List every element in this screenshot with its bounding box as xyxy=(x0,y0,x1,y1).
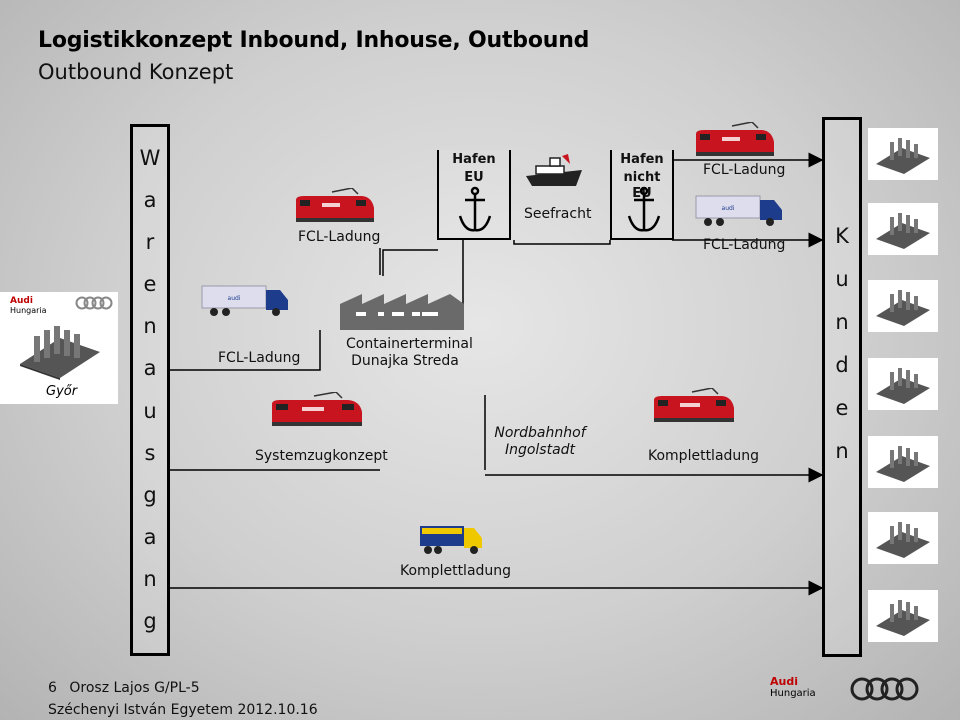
letter: e xyxy=(143,272,157,297)
footer-institution: Széchenyi István Egyetem 2012.10.16 xyxy=(48,702,318,718)
warenausgang-column: W a r e n a u s g a n g xyxy=(130,124,170,656)
label-komplett-rail: Komplettladung xyxy=(648,448,760,464)
warehouse-icon xyxy=(340,294,464,330)
customer-plant-tile xyxy=(868,512,938,564)
customer-plant-tile xyxy=(868,280,938,332)
audi-brand-sub: Hungaria xyxy=(10,306,47,315)
factory-icon xyxy=(876,446,930,482)
footer-logo: Audi Hungaria xyxy=(770,676,816,700)
label-seefracht: Seefracht xyxy=(524,206,592,222)
audi-brand: Audi xyxy=(10,296,33,306)
footer-line1: 6 Orosz Lajos G/PL-5 xyxy=(48,680,200,696)
label-fcl-truck: FCL-Ladung xyxy=(218,350,301,366)
letter: a xyxy=(143,187,157,212)
letter: e xyxy=(835,396,849,420)
customer-plant-tile xyxy=(868,203,938,255)
anchor-icon xyxy=(458,186,492,232)
port-noneu-box: Hafen nicht EU xyxy=(610,150,674,240)
nordbahnhof-label: Nordbahnhof Ingolstadt xyxy=(488,425,592,459)
customer-plant-tile xyxy=(868,436,938,488)
customer-plant-tile xyxy=(868,590,938,642)
letter: r xyxy=(145,229,155,254)
footer-brand: Audi xyxy=(770,675,798,688)
customer-plant-tile xyxy=(868,358,938,410)
train-icon xyxy=(296,188,374,222)
truck-icon xyxy=(420,526,482,554)
letter: s xyxy=(144,440,156,465)
nordbahnhof-line2: Ingolstadt xyxy=(504,442,576,458)
footer-author: Orosz Lajos G/PL-5 xyxy=(69,680,200,696)
label-fcl-rail: FCL-Ladung xyxy=(298,229,381,245)
customer-plant-tile xyxy=(868,128,938,180)
terminal-line2: Dunajka Streda xyxy=(351,353,459,369)
label-komplett-truck: Komplettladung xyxy=(400,563,512,579)
letter: g xyxy=(143,609,157,634)
ship-icon xyxy=(526,154,582,186)
factory-icon xyxy=(876,213,930,249)
terminal-label: Containerterminal Dunajka Streda xyxy=(346,336,473,370)
footer-brand-sub: Hungaria xyxy=(770,688,816,699)
anchor-icon xyxy=(627,186,661,232)
page-title: Logistikkonzept Inbound, Inhouse, Outbou… xyxy=(38,28,590,53)
letter: u xyxy=(835,267,849,291)
factory-icon xyxy=(876,600,930,636)
letter: K xyxy=(835,224,849,248)
port-noneu-line1: Hafen xyxy=(620,152,664,167)
letter: u xyxy=(143,398,157,423)
audi-hungaria-plant: Audi Hungaria Győr xyxy=(0,292,118,404)
page-subtitle: Outbound Konzept xyxy=(38,60,234,84)
factory-icon xyxy=(876,368,930,404)
truck-brand: audi xyxy=(722,205,735,212)
label-fcl-truck-out: FCL-Ladung xyxy=(703,237,786,253)
truck-brand: audi xyxy=(228,295,241,302)
label-fcl-rail-out: FCL-Ladung xyxy=(703,162,786,178)
letter: n xyxy=(835,439,849,463)
factory-icon xyxy=(20,326,100,380)
letter: n xyxy=(835,310,849,334)
port-eu-line1: Hafen xyxy=(452,152,496,167)
train-icon xyxy=(272,392,362,426)
port-eu-line2: EU xyxy=(464,170,484,185)
label-systemzug: Systemzugkonzept xyxy=(255,448,388,464)
letter: g xyxy=(143,482,157,507)
letter: a xyxy=(143,356,157,381)
audi-rings-icon xyxy=(850,677,919,701)
audi-rings-icon xyxy=(75,296,113,310)
kunden-column: K u n d e n xyxy=(822,117,862,657)
train-icon xyxy=(654,388,734,422)
letter: a xyxy=(143,524,157,549)
truck-icon: audi xyxy=(201,285,288,316)
letter: d xyxy=(835,353,849,377)
factory-icon xyxy=(876,138,930,174)
factory-icon xyxy=(876,522,930,558)
page-number: 6 xyxy=(48,680,57,696)
letter: W xyxy=(139,145,161,170)
letter: n xyxy=(143,314,157,339)
terminal-line1: Containerterminal xyxy=(346,336,473,352)
letter: n xyxy=(143,567,157,592)
source-city: Győr xyxy=(46,384,78,399)
factory-icon xyxy=(876,290,930,326)
train-icon xyxy=(696,122,774,156)
nordbahnhof-line1: Nordbahnhof xyxy=(494,425,586,441)
port-eu-box: Hafen EU xyxy=(437,150,511,240)
truck-icon: audi xyxy=(695,195,782,226)
